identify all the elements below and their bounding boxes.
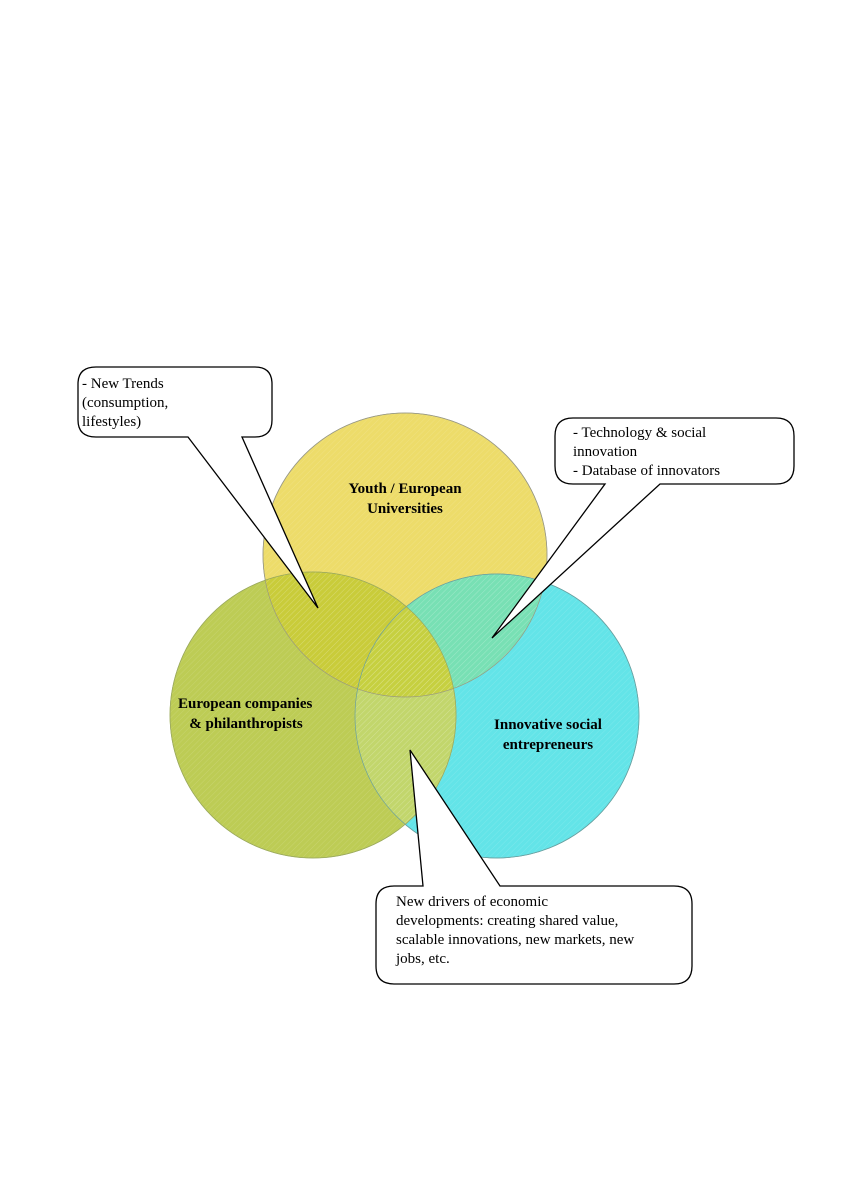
callout-technology-bubble [491,417,795,639]
callout-new-trends-bubble [77,366,319,609]
label-youth: Youth / European Universities [348,481,462,517]
label-companies: European companies & philanthropists [178,696,313,732]
label-entrepreneurs: Innovative social entrepreneurs [494,717,602,753]
callout-new-trends-text: - New Trends (consumption, lifestyles) [82,376,169,430]
callout-drivers-bubble [375,749,693,985]
callout-technology-text: - Technology & social innovation - Datab… [573,425,721,479]
callout-drivers-text: New drivers of economic developments: cr… [396,894,635,967]
